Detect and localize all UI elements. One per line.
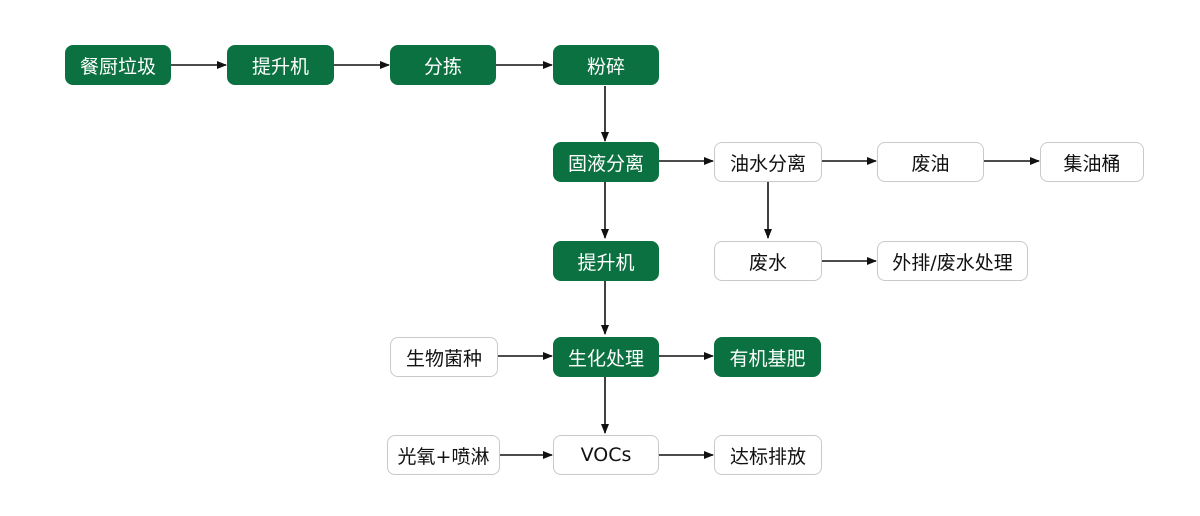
node-crushing: 粉碎 <box>553 45 659 85</box>
node-bio-treatment: 生化处理 <box>553 337 659 377</box>
node-photo-oxygen-spray: 光氧+喷淋 <box>387 435 500 475</box>
node-oil-water-separation: 油水分离 <box>714 142 822 182</box>
node-elevator-2: 提升机 <box>553 241 659 281</box>
node-compliant-emission: 达标排放 <box>714 435 822 475</box>
node-waste-water: 废水 <box>714 241 822 281</box>
node-vocs: VOCs <box>553 435 659 475</box>
node-elevator-1: 提升机 <box>227 45 334 85</box>
node-organic-fertilizer: 有机基肥 <box>714 337 821 377</box>
node-oil-bucket: 集油桶 <box>1040 142 1144 182</box>
node-waste-oil: 废油 <box>877 142 984 182</box>
node-kitchen-waste: 餐厨垃圾 <box>65 45 171 85</box>
node-bio-strain: 生物菌种 <box>390 337 498 377</box>
node-discharge-treatment: 外排/废水处理 <box>877 241 1028 281</box>
node-solid-liquid-separation: 固液分离 <box>553 142 659 182</box>
node-sorting: 分拣 <box>390 45 496 85</box>
